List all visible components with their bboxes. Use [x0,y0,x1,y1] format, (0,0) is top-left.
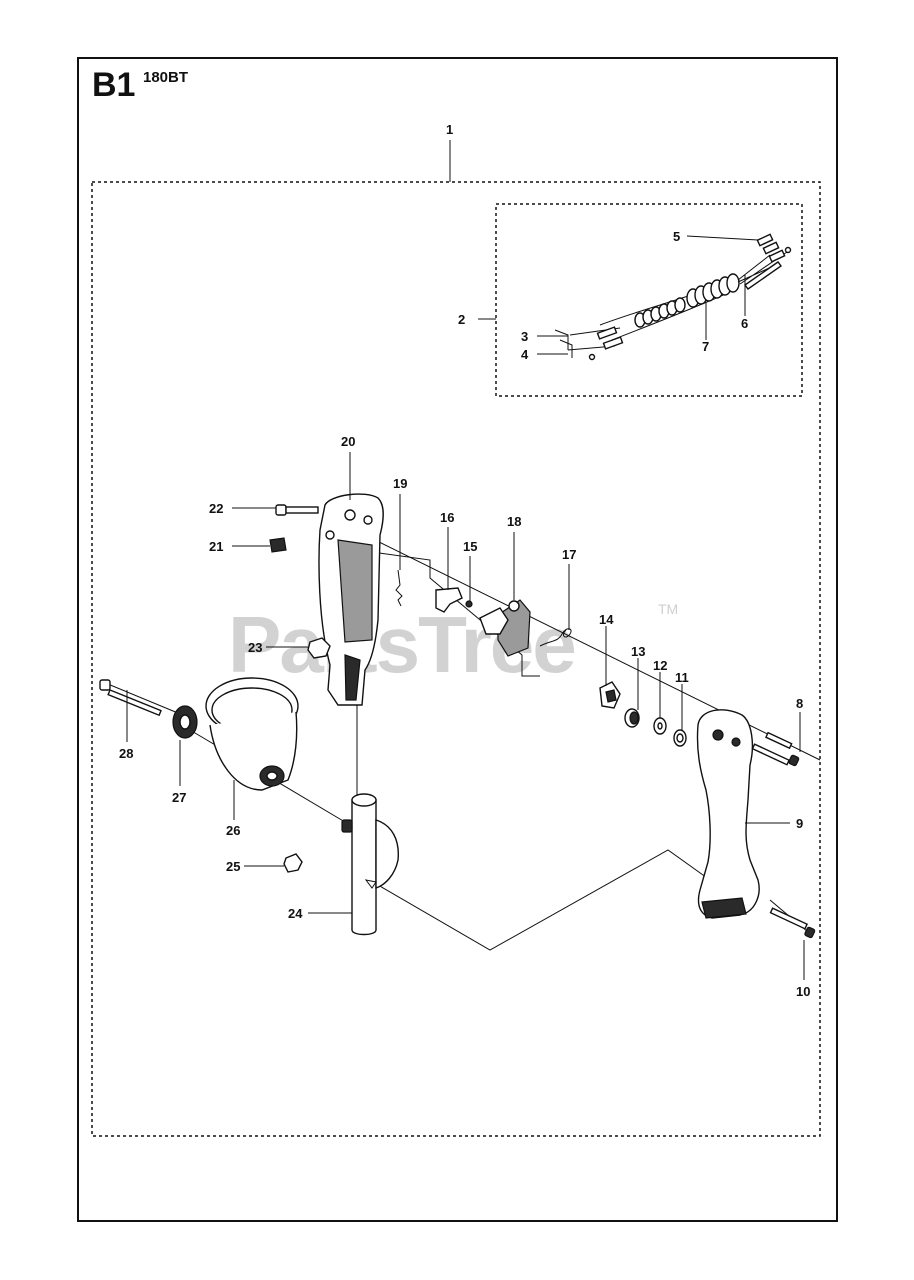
callout-13: 13 [631,644,645,659]
nut-25 [283,853,303,873]
callout-12: 12 [653,658,667,673]
bushing-13 [624,708,640,728]
callout-16: 16 [440,510,454,525]
callout-24: 24 [288,906,303,921]
model-code: 180BT [143,69,188,86]
callout-20: 20 [341,434,355,449]
callout-23: 23 [248,640,262,655]
bolt-28 [99,679,162,717]
callout-3: 3 [521,329,528,344]
trigger-16 [435,587,463,613]
spring-19 [395,569,403,607]
clip-21 [269,537,287,553]
callout-7: 7 [702,339,709,354]
wiring-harness-group-box [495,203,803,397]
callout-17: 17 [562,547,576,562]
callout-10: 10 [796,984,810,999]
screws-8 [751,731,800,767]
callout-25: 25 [226,859,240,874]
screw-22 [275,504,319,516]
callout-26: 26 [226,823,240,838]
callout-18: 18 [507,514,521,529]
callout-22: 22 [209,501,223,516]
callout-11: 11 [675,670,689,685]
page-frame [77,57,838,1222]
nut-23 [307,637,331,659]
callout-2: 2 [458,312,465,327]
callout-9: 9 [796,816,803,831]
main-housing [318,493,384,706]
callout-27: 27 [172,790,186,805]
handle-9 [696,709,760,919]
sheet-code: B1 [92,66,135,104]
assembly-group-box [91,181,821,1137]
callout-1: 1 [446,122,453,137]
switch-18 [479,599,531,657]
washer-12 [653,717,667,735]
callout-4: 4 [521,347,529,362]
callout-14: 14 [599,612,614,627]
callout-15: 15 [463,539,477,554]
callout-labels: 1 2 3 4 5 6 7 8 9 10 11 12 13 14 15 16 1… [119,122,810,999]
tube-24 [341,793,399,936]
wiring-harness [554,233,792,361]
knob-27 [172,705,198,739]
harness-sleeve-small [634,297,686,328]
ring-11 [673,729,687,747]
harness-sleeve-large [686,273,740,308]
callout-28: 28 [119,746,133,761]
callout-5: 5 [673,229,680,244]
screw-10 [769,907,816,939]
pin-15 [465,600,473,608]
callout-19: 19 [393,476,407,491]
callout-21: 21 [209,539,223,554]
clamp-26 [205,677,299,791]
callout-6: 6 [741,316,748,331]
callout-8: 8 [796,696,803,711]
watermark-tm: TM [658,601,678,617]
stop-switch-14 [599,681,621,709]
callout-leaders [126,140,805,980]
